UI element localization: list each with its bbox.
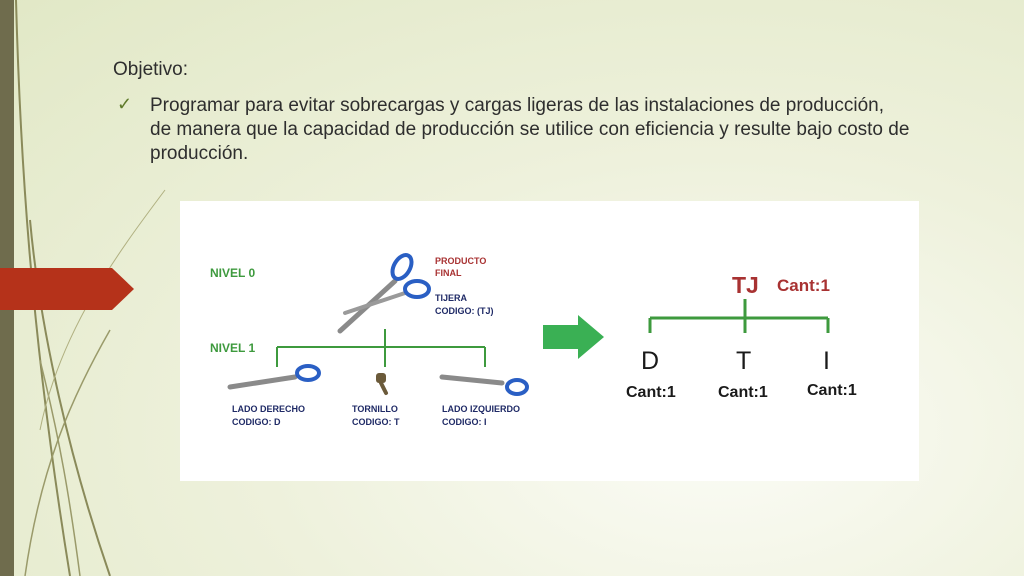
checkmark-bullet-icon: ✓ <box>117 94 133 114</box>
child-qty-t: Cant:1 <box>718 384 768 401</box>
part-t-code: CODIGO: T <box>352 417 400 427</box>
part-i-code: CODIGO: I <box>442 417 487 427</box>
child-qty-d: Cant:1 <box>626 384 676 401</box>
final-product-label: PRODUCTO <box>435 256 486 266</box>
slide-marker-tab <box>0 268 134 310</box>
bom-diagram: NIVEL 0 NIVEL 1 PRODUCTO FINAL TIJERA CO… <box>180 201 919 481</box>
product-name: TIJERA <box>435 293 468 303</box>
blade-icon-left-side <box>439 374 529 396</box>
root-node-qty: Cant:1 <box>777 276 830 295</box>
blade-icon <box>227 364 321 390</box>
root-node-label: TJ <box>732 272 759 298</box>
part-d-name: LADO DERECHO <box>232 404 305 414</box>
bullet-text: Programar para evitar sobrecargas y carg… <box>150 95 910 164</box>
level-0-label: NIVEL 0 <box>210 266 255 280</box>
child-node-d: D <box>641 347 659 375</box>
child-qty-i: Cant:1 <box>807 382 857 399</box>
product-code: CODIGO: (TJ) <box>435 306 494 316</box>
part-i-name: LADO IZQUIERDO <box>442 404 520 414</box>
part-t-name: TORNILLO <box>352 404 398 414</box>
child-node-t: T <box>736 347 751 375</box>
right-tree-connector <box>648 299 830 333</box>
scissors-icon <box>337 253 431 334</box>
child-node-i: I <box>823 347 830 375</box>
arrow-right-icon <box>543 315 604 359</box>
level-1-label: NIVEL 1 <box>210 341 255 355</box>
left-tree-connector <box>276 329 486 367</box>
final-product-label-2: FINAL <box>435 268 462 278</box>
screw-icon <box>376 373 388 395</box>
part-d-code: CODIGO: D <box>232 417 281 427</box>
slide-heading: Objetivo: <box>113 59 188 80</box>
